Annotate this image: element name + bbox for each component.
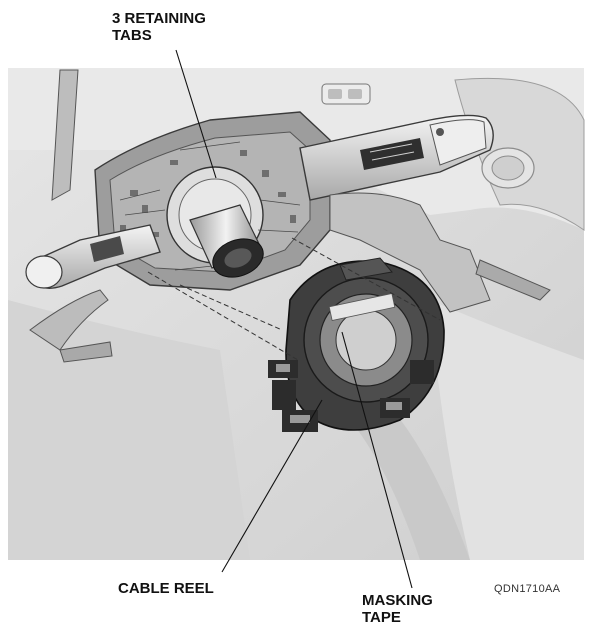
wiper-switch-stalk: [299, 114, 494, 201]
leader-cable-reel: [221, 399, 323, 573]
label-masking-tape-line1: MASKING: [362, 592, 433, 609]
cable-reel-illustration: [268, 257, 445, 432]
steering-shaft: [189, 204, 264, 278]
leader-retaining-tabs: [175, 49, 217, 179]
leader-masking-tape: [341, 331, 413, 589]
label-retaining-tabs-line2: TABS: [112, 27, 152, 44]
label-masking-tape-line2: TAPE: [362, 609, 401, 626]
left-bracket: [29, 69, 113, 363]
figure-code: QDN1710AA: [494, 583, 561, 595]
label-retaining-tabs: 3 RETAINING TABS: [112, 10, 206, 44]
label-masking-tape: MASKING TAPE: [362, 592, 433, 626]
leader-lines: [175, 49, 413, 589]
right-bracket: [329, 192, 551, 313]
alignment-lines: [147, 237, 441, 361]
label-retaining-tabs-line1: 3 RETAINING: [112, 10, 206, 27]
turn-signal-stalk: [25, 224, 161, 289]
label-cable-reel: CABLE REEL: [118, 580, 214, 597]
